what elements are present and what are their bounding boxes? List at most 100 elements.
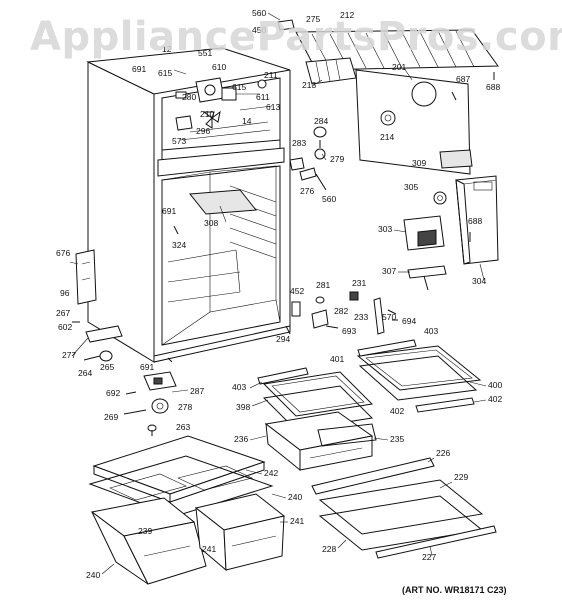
callout-279: 279 bbox=[330, 154, 344, 164]
callout-239: 239 bbox=[138, 526, 152, 536]
shelf-frame-398 bbox=[262, 371, 374, 417]
callout-276: 276 bbox=[300, 186, 314, 196]
callout-691-b: 691 bbox=[162, 206, 176, 216]
roller-264 bbox=[83, 355, 101, 361]
callout-308: 308 bbox=[204, 218, 218, 228]
screw-263 bbox=[147, 424, 157, 436]
callout-212: 212 bbox=[340, 10, 354, 20]
callout-280: 280 bbox=[182, 92, 196, 102]
crisper-pan-left bbox=[90, 497, 207, 585]
rail-233 bbox=[373, 297, 385, 335]
callout-240: 240 bbox=[288, 492, 302, 502]
screw-687 bbox=[451, 91, 457, 101]
watermark-text: AppliancePartsPros.com bbox=[30, 14, 562, 60]
callout-401: 401 bbox=[330, 354, 344, 364]
leveler-265 bbox=[99, 350, 113, 362]
callout-228: 228 bbox=[322, 544, 336, 554]
switch-283 bbox=[289, 157, 305, 171]
bracket-452 bbox=[291, 301, 301, 317]
callout-452: 452 bbox=[290, 286, 304, 296]
crisper-pan-right bbox=[194, 493, 286, 572]
callout-602: 602 bbox=[58, 322, 72, 332]
callout-282: 282 bbox=[334, 306, 348, 316]
callout-296: 296 bbox=[196, 126, 210, 136]
callout-402: 402 bbox=[488, 394, 502, 404]
control-knob-305 bbox=[433, 191, 447, 205]
callout-227: 227 bbox=[422, 552, 436, 562]
callout-281: 281 bbox=[316, 280, 330, 290]
callout-96: 96 bbox=[60, 288, 70, 298]
callout-284: 284 bbox=[314, 116, 328, 126]
light-socket-284 bbox=[313, 126, 327, 160]
callout-615-b: 615 bbox=[232, 82, 246, 92]
callout-236: 236 bbox=[234, 434, 248, 444]
fan-blade-14 bbox=[202, 110, 221, 129]
trim-227 bbox=[375, 525, 497, 559]
grommet-211 bbox=[257, 79, 267, 89]
clip-231 bbox=[349, 291, 359, 301]
hinge-96 bbox=[75, 249, 97, 305]
callout-14: 14 bbox=[242, 116, 252, 126]
callout-307: 307 bbox=[382, 266, 396, 276]
refrigerator-cabinet bbox=[86, 47, 291, 363]
freezer-shelf-212 bbox=[295, 29, 499, 71]
callout-693: 693 bbox=[342, 326, 356, 336]
callout-278: 278 bbox=[178, 402, 192, 412]
callout-687: 687 bbox=[456, 74, 470, 84]
control-housing-610 bbox=[195, 77, 225, 103]
callout-688: 688 bbox=[486, 82, 500, 92]
callout-263: 263 bbox=[176, 422, 190, 432]
callout-450: 450 bbox=[252, 25, 266, 35]
callout-573: 573 bbox=[172, 136, 186, 146]
callout-201: 201 bbox=[392, 62, 406, 72]
callout-324: 324 bbox=[172, 240, 186, 250]
callout-210: 210 bbox=[200, 109, 214, 119]
shelf-trim-402 bbox=[415, 397, 475, 413]
callout-277: 277 bbox=[62, 350, 76, 360]
shelf-glass-400 bbox=[358, 355, 478, 401]
crisper-cover-235 bbox=[317, 423, 377, 447]
callout-265: 265 bbox=[100, 362, 114, 372]
callout-labels: 560 275 212 450 12 551 691 615 610 280 2… bbox=[56, 8, 502, 580]
callout-211: 211 bbox=[264, 70, 278, 80]
callout-235: 235 bbox=[390, 434, 404, 444]
art-number: (ART NO. WR18171 C23) bbox=[402, 585, 507, 595]
evaporator-cover-201 bbox=[355, 69, 471, 175]
callout-613: 613 bbox=[266, 102, 280, 112]
callout-691: 691 bbox=[132, 64, 146, 74]
shelf-rail-403 bbox=[257, 367, 309, 385]
door-bin-304 bbox=[455, 175, 499, 265]
bracket-282 bbox=[311, 309, 329, 329]
callout-226: 226 bbox=[436, 448, 450, 458]
shelf-frame-401 bbox=[356, 345, 482, 391]
pan-cover-242 bbox=[92, 435, 266, 503]
shelf-glass-398 bbox=[262, 385, 374, 431]
callout-213: 213 bbox=[302, 80, 316, 90]
callout-269: 269 bbox=[104, 412, 118, 422]
callout-267: 267 bbox=[56, 308, 70, 318]
callout-303: 303 bbox=[378, 224, 392, 234]
callout-610: 610 bbox=[212, 62, 226, 72]
callout-676: 676 bbox=[56, 248, 70, 258]
callout-570: 570 bbox=[382, 312, 396, 322]
damper-control-276 bbox=[299, 167, 327, 191]
screw-269 bbox=[123, 409, 147, 415]
screw-570 bbox=[387, 309, 397, 315]
callout-400: 400 bbox=[488, 380, 502, 390]
shelf-rail-403-top bbox=[357, 339, 417, 357]
crisper-drawer-236 bbox=[264, 411, 374, 472]
callout-403-b: 403 bbox=[232, 382, 246, 392]
callout-275: 275 bbox=[306, 14, 320, 24]
shelf-308 bbox=[189, 189, 257, 215]
callout-12: 12 bbox=[162, 44, 172, 54]
screw-324 bbox=[173, 225, 179, 235]
callout-692: 692 bbox=[106, 388, 120, 398]
callout-214: 214 bbox=[380, 132, 394, 142]
bottom-hinge-277 bbox=[85, 325, 123, 343]
callout-560-b: 560 bbox=[322, 194, 336, 204]
callout-560: 560 bbox=[252, 8, 266, 18]
spacer-281 bbox=[315, 296, 325, 304]
thermostat-296 bbox=[175, 115, 193, 131]
callout-241-b: 241 bbox=[202, 544, 216, 554]
